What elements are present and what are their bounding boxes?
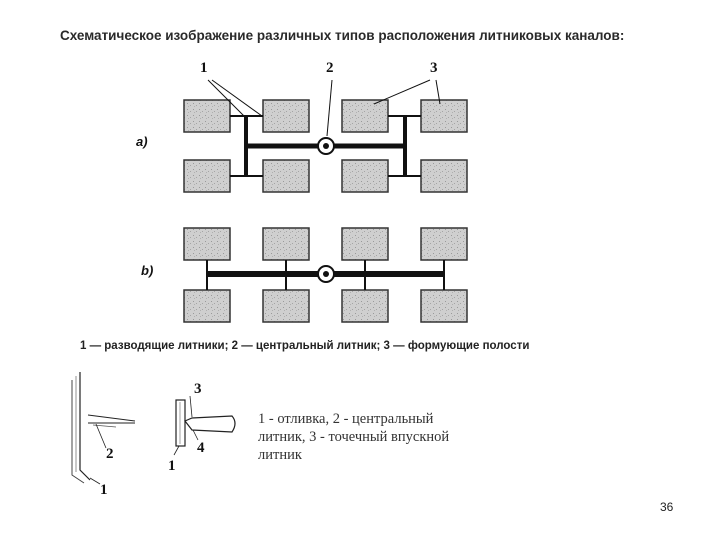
- figure-legend: 1 — разводящие литники; 2 — центральный …: [80, 340, 530, 352]
- cavity: [420, 227, 468, 261]
- sketch-right-callout-1: 1: [168, 458, 176, 474]
- cavity: [183, 289, 231, 323]
- sketch-left-callout-1: 1: [100, 482, 108, 498]
- leader-line: [95, 423, 107, 449]
- variant-label-a: a): [136, 134, 148, 149]
- cavity: [183, 227, 231, 261]
- leader-line: [373, 79, 431, 105]
- leader-line: [89, 477, 101, 485]
- leader-line: [211, 79, 263, 117]
- sketch-left: 2 1: [71, 372, 136, 498]
- leader-line: [173, 445, 180, 456]
- diagram-a: a) 1 2 3: [136, 60, 468, 193]
- sketch-caption: 1 - отливка, 2 - центральный литник, 3 -…: [258, 410, 518, 464]
- cavity: [420, 289, 468, 323]
- sketch-right: 3 4 1: [168, 381, 236, 474]
- leader-line: [326, 79, 333, 137]
- sketch-right-callout-4: 4: [197, 440, 205, 456]
- leader-line: [189, 395, 193, 418]
- leader-line: [207, 79, 247, 119]
- casting-wall: [175, 399, 186, 447]
- callout-2: 2: [326, 60, 334, 76]
- callout-1: 1: [200, 60, 208, 76]
- cavity: [341, 289, 389, 323]
- callout-3: 3: [430, 60, 438, 76]
- sprue-center: [323, 143, 329, 149]
- cavity: [262, 227, 310, 261]
- leader-line: [435, 79, 441, 105]
- cavity: [420, 159, 468, 193]
- cavity: [341, 159, 389, 193]
- cavity: [183, 99, 231, 133]
- caption-line: 1 - отливка, 2 - центральный: [258, 411, 434, 427]
- sprue-center: [323, 271, 329, 277]
- casting-outline: [79, 372, 91, 481]
- point-gate: [184, 415, 236, 433]
- cavity: [183, 159, 231, 193]
- sprue-line: [87, 414, 136, 422]
- casting-outline: [71, 380, 85, 484]
- cavity: [262, 99, 310, 133]
- caption-line: литник: [258, 447, 302, 463]
- leader-line: [192, 429, 199, 441]
- cavity: [341, 99, 389, 133]
- variant-label-b: b): [141, 263, 153, 278]
- cavity: [262, 289, 310, 323]
- caption-line: литник, 3 - точечный впускной: [258, 429, 450, 445]
- sketch-left-callout-2: 2: [106, 446, 114, 462]
- sketch-right-callout-3: 3: [194, 381, 202, 397]
- diagram-b: b): [141, 227, 468, 323]
- cavity: [262, 159, 310, 193]
- cavity: [341, 227, 389, 261]
- page-number: 36: [660, 500, 674, 514]
- slide-title: Схематическое изображение различных типо…: [60, 28, 625, 43]
- cavity: [420, 99, 468, 133]
